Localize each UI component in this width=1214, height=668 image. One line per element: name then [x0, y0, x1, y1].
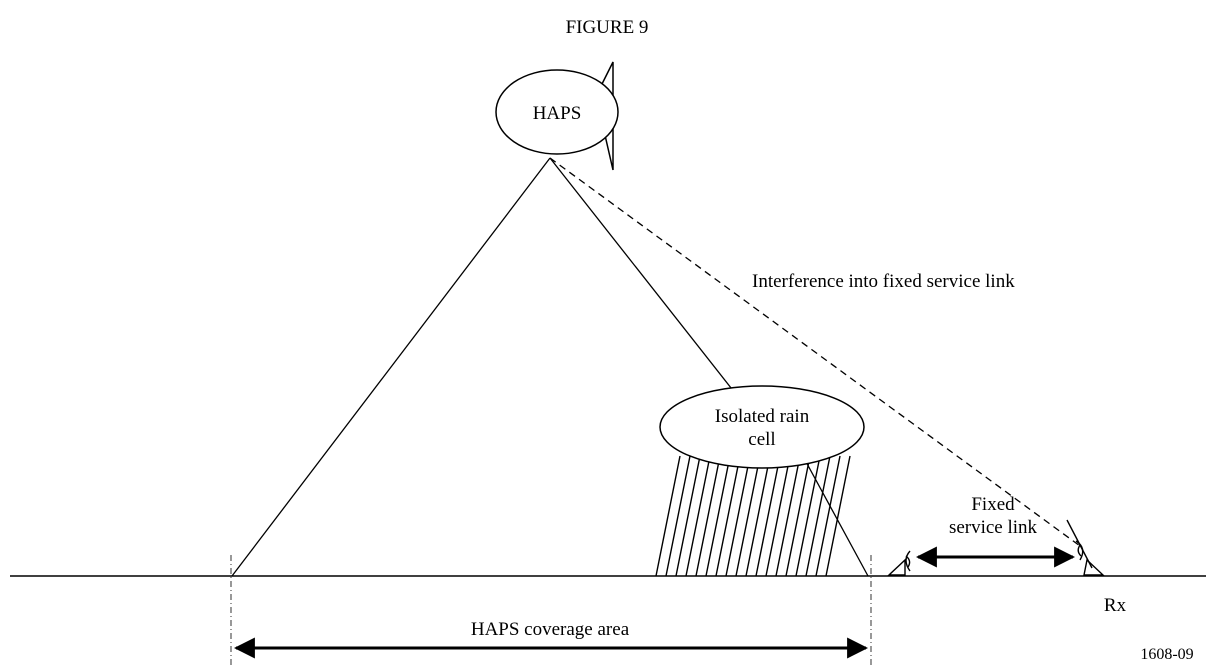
coverage-area-label: HAPS coverage area: [471, 619, 630, 640]
rain-path-line: [549, 157, 736, 394]
fixed-link-label-line1: Fixed: [971, 494, 1015, 515]
rain-streak: [755, 455, 781, 577]
rain-streak: [775, 455, 801, 577]
rain-streak: [705, 455, 731, 577]
rain-streak: [785, 455, 811, 577]
rain-streak: [795, 455, 821, 577]
rain-streak: [665, 455, 691, 577]
rain-streak: [825, 455, 851, 577]
rain-streak: [745, 455, 771, 577]
interference-line: [549, 157, 1081, 547]
fixed-link-label-line2: service link: [949, 517, 1038, 538]
rain-cell-label-line1: Isolated rain: [715, 406, 810, 427]
coverage-left-edge: [231, 157, 551, 577]
receiver-antenna-icon: [1066, 519, 1105, 576]
rain-streak: [765, 455, 791, 577]
rain-streak: [715, 455, 741, 577]
interference-label: Interference into fixed service link: [752, 271, 1015, 292]
figure-id: 1608-09: [1140, 646, 1193, 663]
rain-streak: [695, 455, 721, 577]
rain-streak: [815, 455, 841, 577]
rain-cell-ellipse: [659, 385, 865, 469]
rain-streak: [675, 455, 701, 577]
haps-label: HAPS: [533, 103, 582, 124]
rain-streak: [685, 455, 711, 577]
rain-streak: [725, 455, 751, 577]
rain-streak: [655, 455, 681, 577]
haps-ellipse: [495, 69, 619, 155]
transmitter-antenna-icon: [887, 550, 911, 576]
rx-label: Rx: [1104, 595, 1127, 616]
rain-cell-label-line2: cell: [748, 429, 775, 450]
rain-streak: [735, 455, 761, 577]
rain-streaks: [655, 455, 851, 577]
figure-title: FIGURE 9: [566, 17, 649, 38]
rain-streak: [805, 455, 831, 577]
